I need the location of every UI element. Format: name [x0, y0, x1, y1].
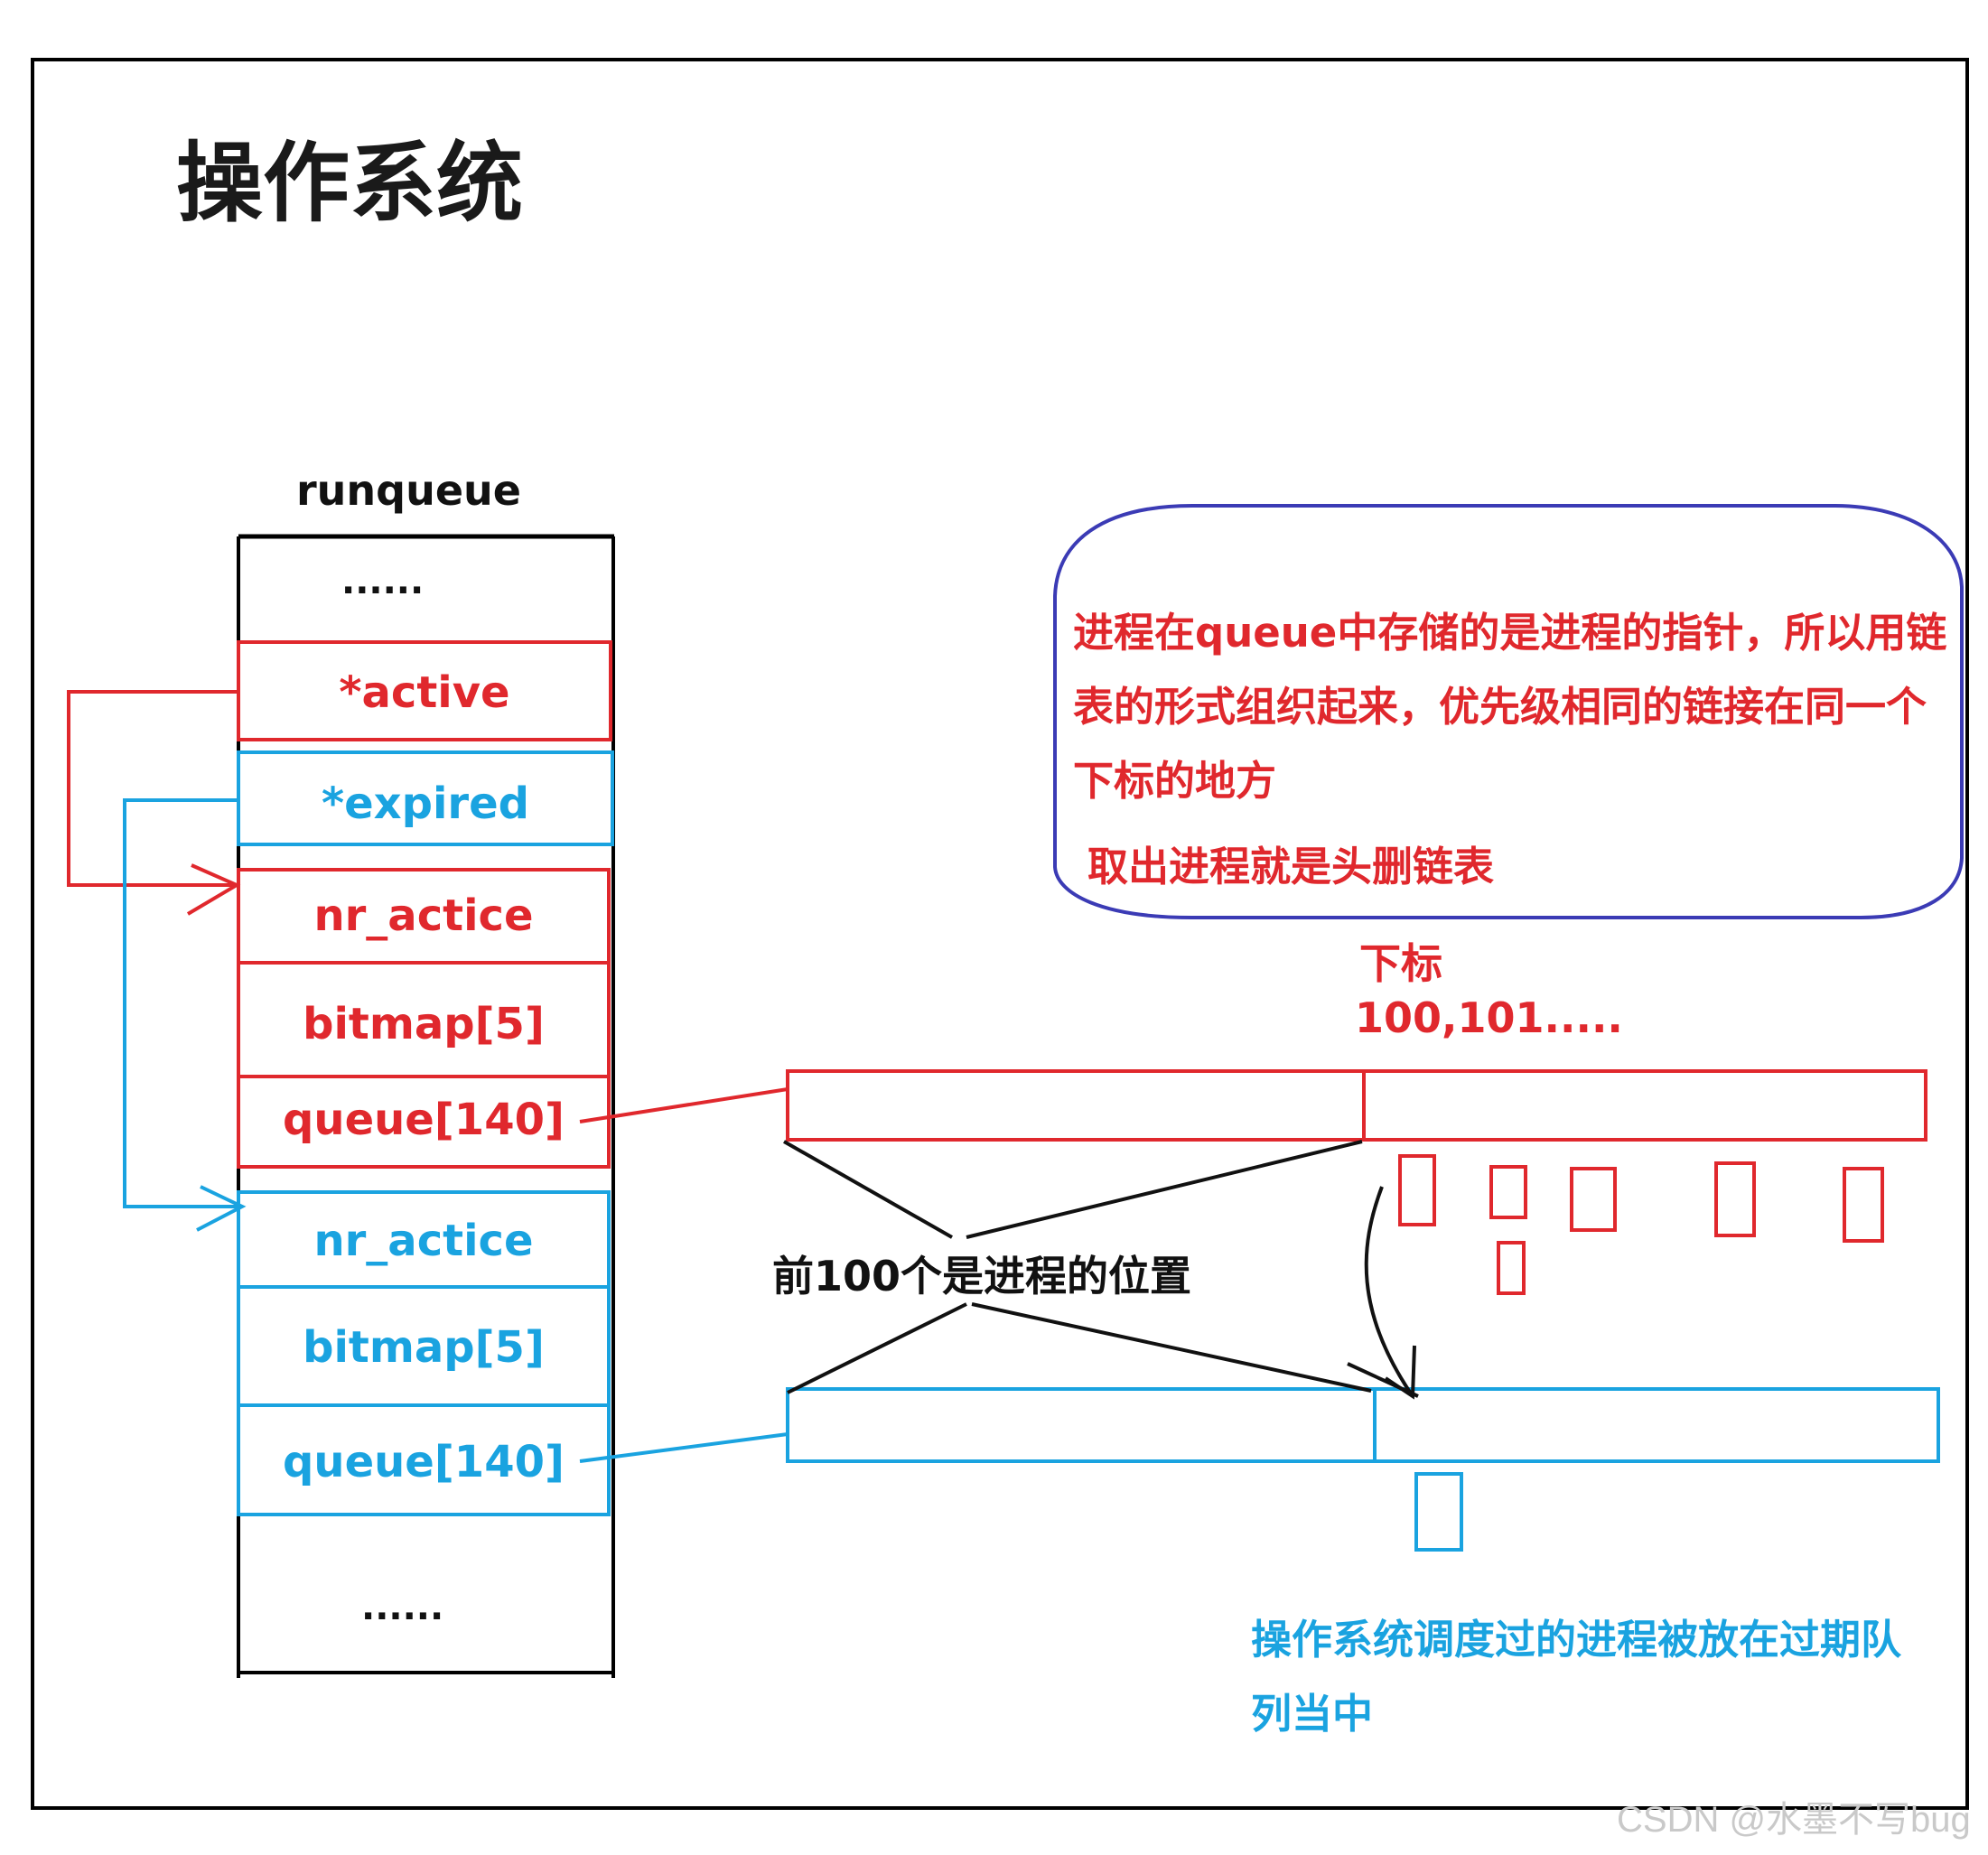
process-node: [1398, 1154, 1436, 1226]
watermark: CSDN @水墨不写bug: [1617, 1800, 1971, 1840]
range-line: [783, 1140, 953, 1239]
bubble-dequeue-text: 取出进程就是头删链表: [1087, 843, 1495, 890]
process-node: [1497, 1241, 1526, 1295]
expired-pointer-arrow: [123, 798, 242, 1208]
top-ellipsis: ......: [341, 561, 425, 602]
outer-frame: [31, 58, 1969, 1810]
expired-process-node: [1414, 1472, 1463, 1552]
active-queue-connector: [579, 1087, 789, 1123]
page-title: 操作系统: [176, 133, 523, 234]
move-to-expired-arrow: [1364, 1186, 1414, 1398]
expired-bitmap-label: bitmap[5]: [303, 1322, 545, 1373]
active-ptr-label: *active: [339, 667, 510, 718]
expired-nr-label: nr_actice: [313, 1216, 534, 1266]
range-line: [787, 1302, 967, 1394]
active-pointer-arrowhead: [186, 863, 241, 916]
expired-queue-array-back: [1373, 1387, 1940, 1463]
process-node: [1843, 1167, 1884, 1243]
first100-label: 前100个是进程的位置: [772, 1252, 1192, 1300]
process-node: [1714, 1161, 1756, 1237]
expired-pointer-arrowhead: [196, 1185, 247, 1232]
active-nr-label: nr_actice: [313, 890, 534, 941]
active-queue-cell: [237, 1075, 611, 1169]
active-queue-label: queue[140]: [283, 1095, 565, 1145]
active-pointer-arrow: [67, 690, 238, 887]
process-node: [1570, 1167, 1617, 1232]
expired-queue-note: 操作系统调度过的进程被放在过期队列当中: [1251, 1616, 1902, 1738]
expired-queue-connector: [579, 1432, 789, 1463]
expired-ptr-label: *expired: [321, 778, 529, 829]
expired-queue-label: queue[140]: [283, 1437, 565, 1487]
runqueue-label: runqueue: [296, 466, 522, 515]
bubble-explanation-text: 进程在queue中存储的是进程的指针，所以用链表的形式组织起来，优先级相同的链接…: [1073, 609, 1947, 805]
range-line: [971, 1302, 1372, 1393]
expired-queue-cell: [237, 1403, 611, 1516]
move-to-expired-arrowhead: [1347, 1362, 1419, 1398]
process-node: [1489, 1165, 1527, 1219]
index-values: 100,101.....: [1355, 993, 1623, 1042]
bottom-ellipsis: ......: [361, 1587, 444, 1628]
explanation-bubble: [1053, 504, 1964, 919]
active-queue-array-back: [1362, 1069, 1927, 1142]
index-title: 下标: [1359, 939, 1442, 988]
active-bitmap-label: bitmap[5]: [303, 999, 545, 1049]
range-line: [966, 1140, 1363, 1239]
